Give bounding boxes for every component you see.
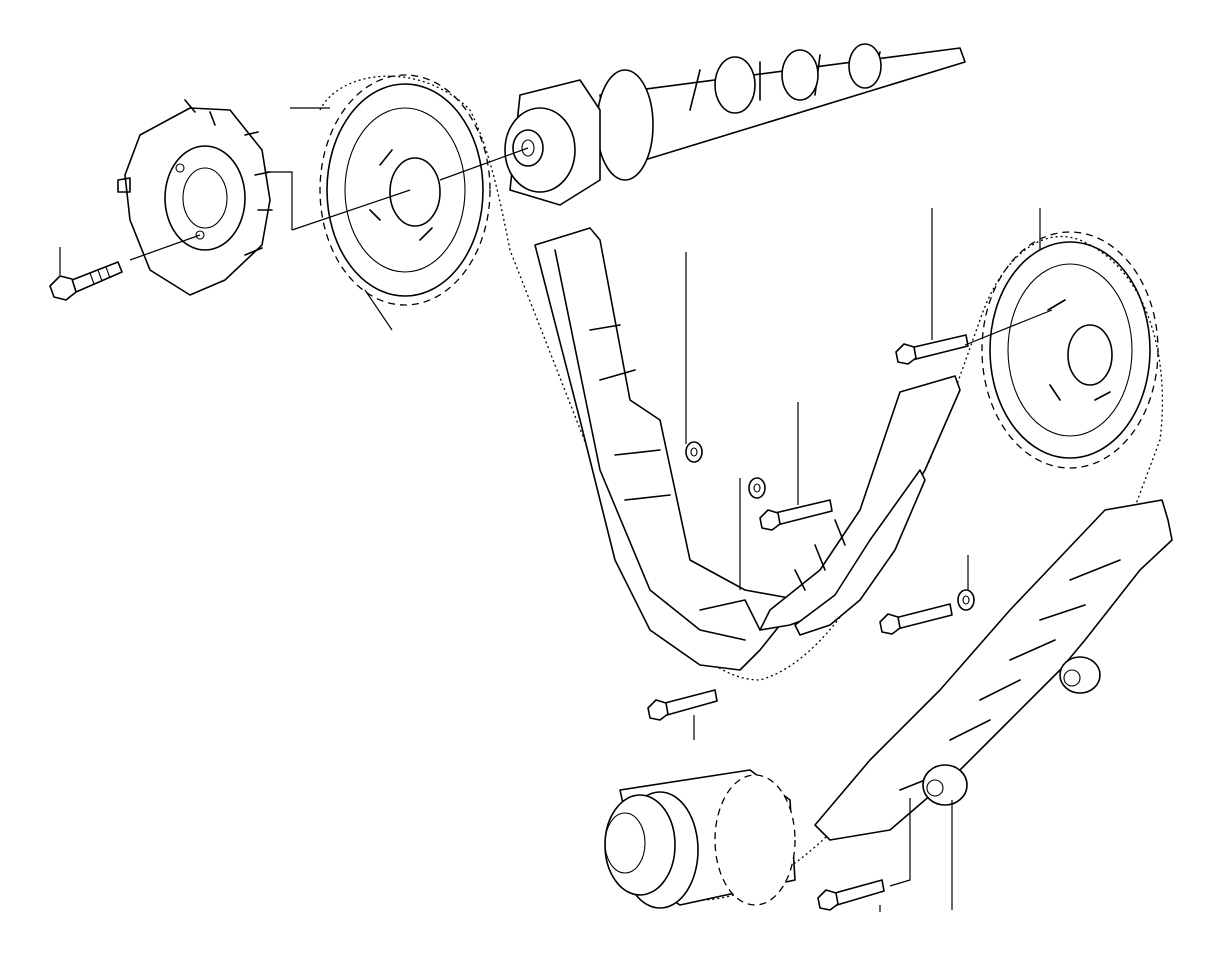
- washer: [748, 477, 766, 499]
- camshaft-flange: [504, 79, 601, 206]
- intake-sprocket: [319, 74, 491, 306]
- hex-bolt: [49, 261, 123, 301]
- leader-lines: [59, 107, 1053, 912]
- hex-bolt: [759, 499, 833, 531]
- camshaft: [596, 43, 966, 181]
- washer: [685, 441, 703, 463]
- chain-tensioner-rail: [534, 227, 801, 671]
- crankshaft-sprocket: [604, 769, 796, 909]
- hex-bolt: [817, 879, 885, 911]
- exhaust-sprocket: [981, 231, 1159, 469]
- hex-bolt: [895, 334, 969, 365]
- chain-guide-rail: [814, 499, 1173, 841]
- hex-bolt: [647, 689, 718, 721]
- washer: [957, 589, 975, 611]
- impulse-wheel: [117, 99, 273, 296]
- hex-bolt: [879, 603, 953, 635]
- upper-guide-rail: [759, 375, 961, 636]
